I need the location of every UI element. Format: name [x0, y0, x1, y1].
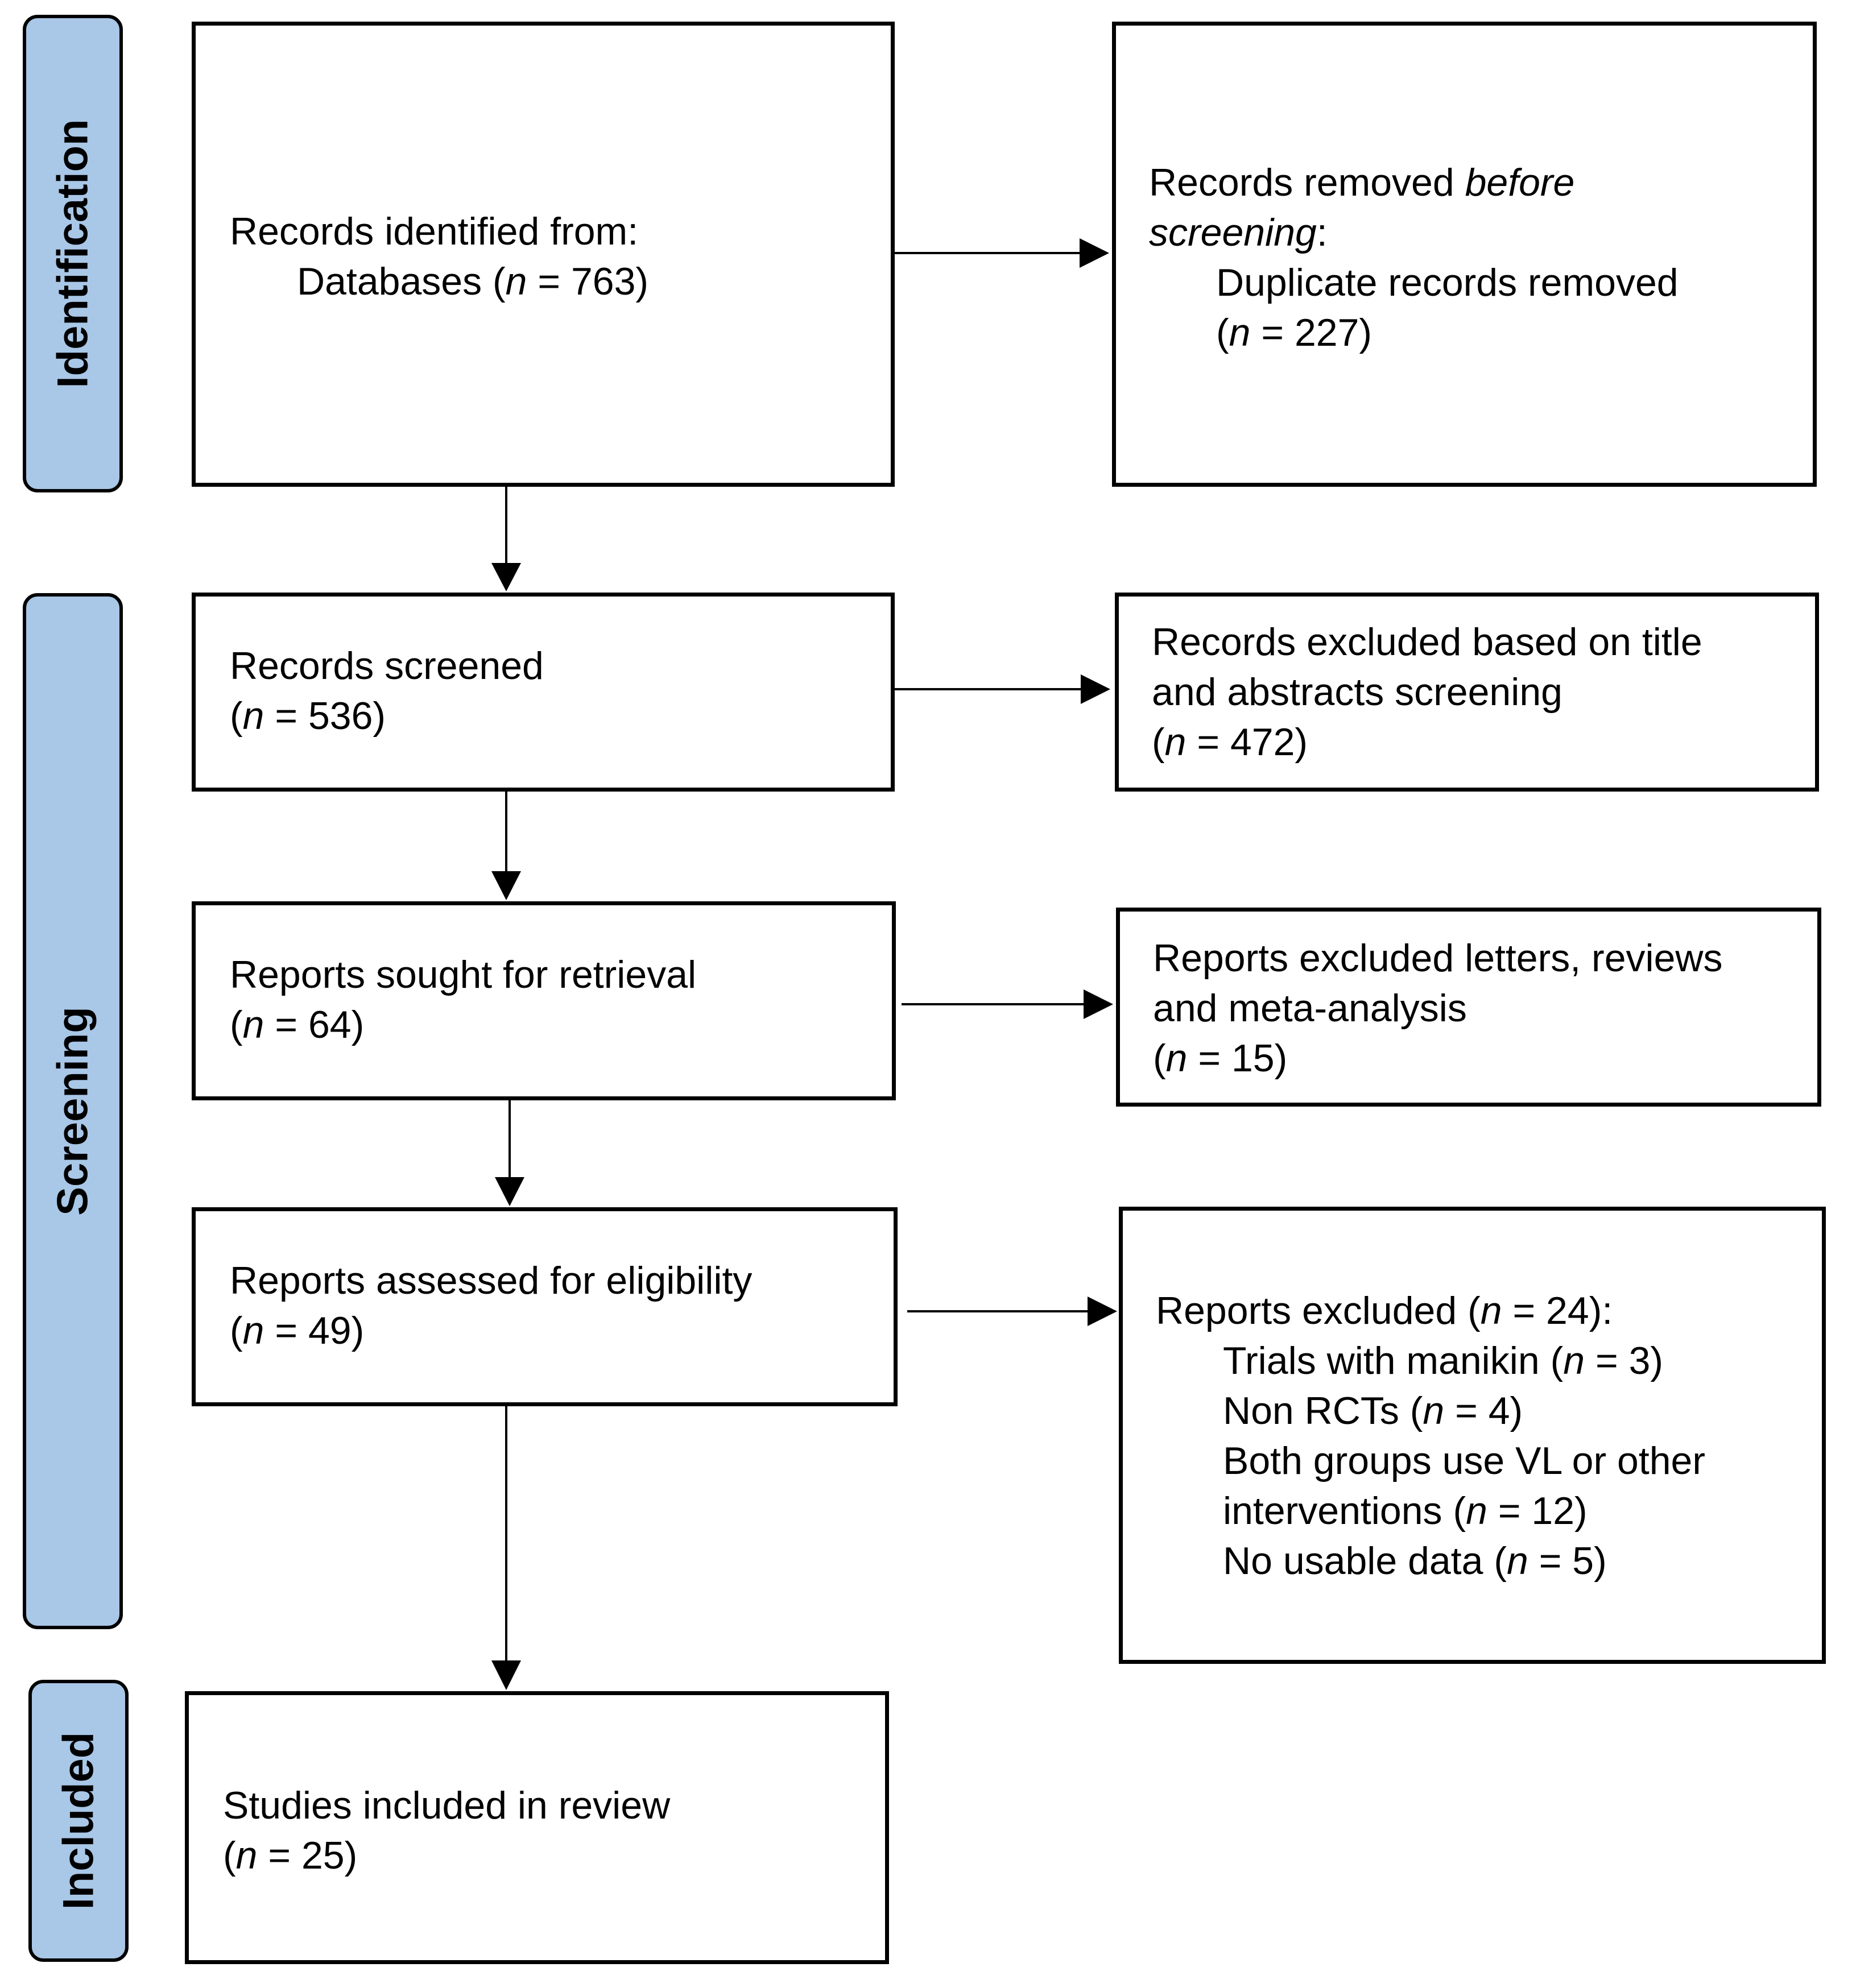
- arrowhead-down-icon: [491, 871, 521, 900]
- arrowhead-right-icon: [1080, 238, 1109, 268]
- records-screened-title: Records screened: [230, 644, 544, 687]
- reports-excluded-letters-box: Reports excluded letters, reviews and me…: [1116, 908, 1821, 1107]
- records-excluded-title: Records excluded based on title: [1152, 620, 1702, 664]
- records-identified-box: Records identified from: Databases (n = …: [192, 22, 895, 487]
- arrowhead-down-icon: [495, 1177, 524, 1206]
- arrowhead-down-icon: [491, 563, 521, 591]
- exclusion-reason-item: Non RCTs (n = 4): [1223, 1389, 1523, 1432]
- reports-excluded-letters-count: (n = 15): [1153, 1037, 1288, 1080]
- reports-assessed-title: Reports assessed for eligibility: [230, 1259, 753, 1302]
- records-removed-title-cont: screening:: [1149, 211, 1328, 254]
- records-excluded-count: (n = 472): [1152, 720, 1308, 764]
- exclusion-reason-item: Trials with manikin (n = 3): [1223, 1339, 1664, 1382]
- arrowhead-right-icon: [1084, 989, 1113, 1019]
- reports-sought-title: Reports sought for retrieval: [230, 953, 697, 996]
- arrowhead-right-icon: [1088, 1297, 1117, 1326]
- studies-included-title: Studies included in review: [223, 1784, 671, 1827]
- records-excluded-box: Records excluded based on title and abst…: [1115, 593, 1819, 792]
- exclusion-reason-item: interventions (n = 12): [1223, 1489, 1588, 1533]
- phase-screening: Screening: [23, 593, 123, 1629]
- reports-assessed-count: (n = 49): [230, 1309, 365, 1352]
- exclusion-reason-item: Both groups use VL or other: [1223, 1439, 1706, 1482]
- arrowhead-down-icon: [491, 1660, 521, 1690]
- studies-included-box: Studies included in review (n = 25): [185, 1691, 889, 1964]
- arrowhead-right-icon: [1081, 674, 1110, 704]
- records-excluded-title-cont: and abstracts screening: [1152, 670, 1562, 714]
- records-identified-count: Databases (n = 763): [297, 260, 649, 303]
- reports-sought-box: Reports sought for retrieval (n = 64): [192, 901, 896, 1100]
- duplicate-records-label: Duplicate records removed: [1216, 261, 1679, 304]
- duplicate-records-count: (n = 227): [1216, 311, 1373, 354]
- reports-sought-count: (n = 64): [230, 1003, 365, 1046]
- records-screened-box: Records screened (n = 536): [192, 593, 895, 792]
- reports-excluded-letters-title: Reports excluded letters, reviews: [1153, 937, 1723, 980]
- reports-excluded-box: Reports excluded (n = 24): Trials with m…: [1119, 1207, 1826, 1664]
- reports-excluded-title: Reports excluded (n = 24):: [1156, 1289, 1613, 1332]
- records-identified-title: Records identified from:: [230, 210, 639, 253]
- phase-identification: Identification: [23, 15, 123, 492]
- records-removed-box: Records removed before screening: Duplic…: [1112, 22, 1817, 487]
- reports-excluded-letters-title-cont: and meta-analysis: [1153, 987, 1467, 1030]
- studies-included-count: (n = 25): [223, 1834, 358, 1877]
- records-screened-count: (n = 536): [230, 694, 386, 738]
- reports-assessed-box: Reports assessed for eligibility (n = 49…: [192, 1207, 898, 1406]
- records-removed-title: Records removed before: [1149, 161, 1575, 204]
- exclusion-reason-item: No usable data (n = 5): [1223, 1539, 1607, 1583]
- phase-included: Included: [28, 1680, 129, 1962]
